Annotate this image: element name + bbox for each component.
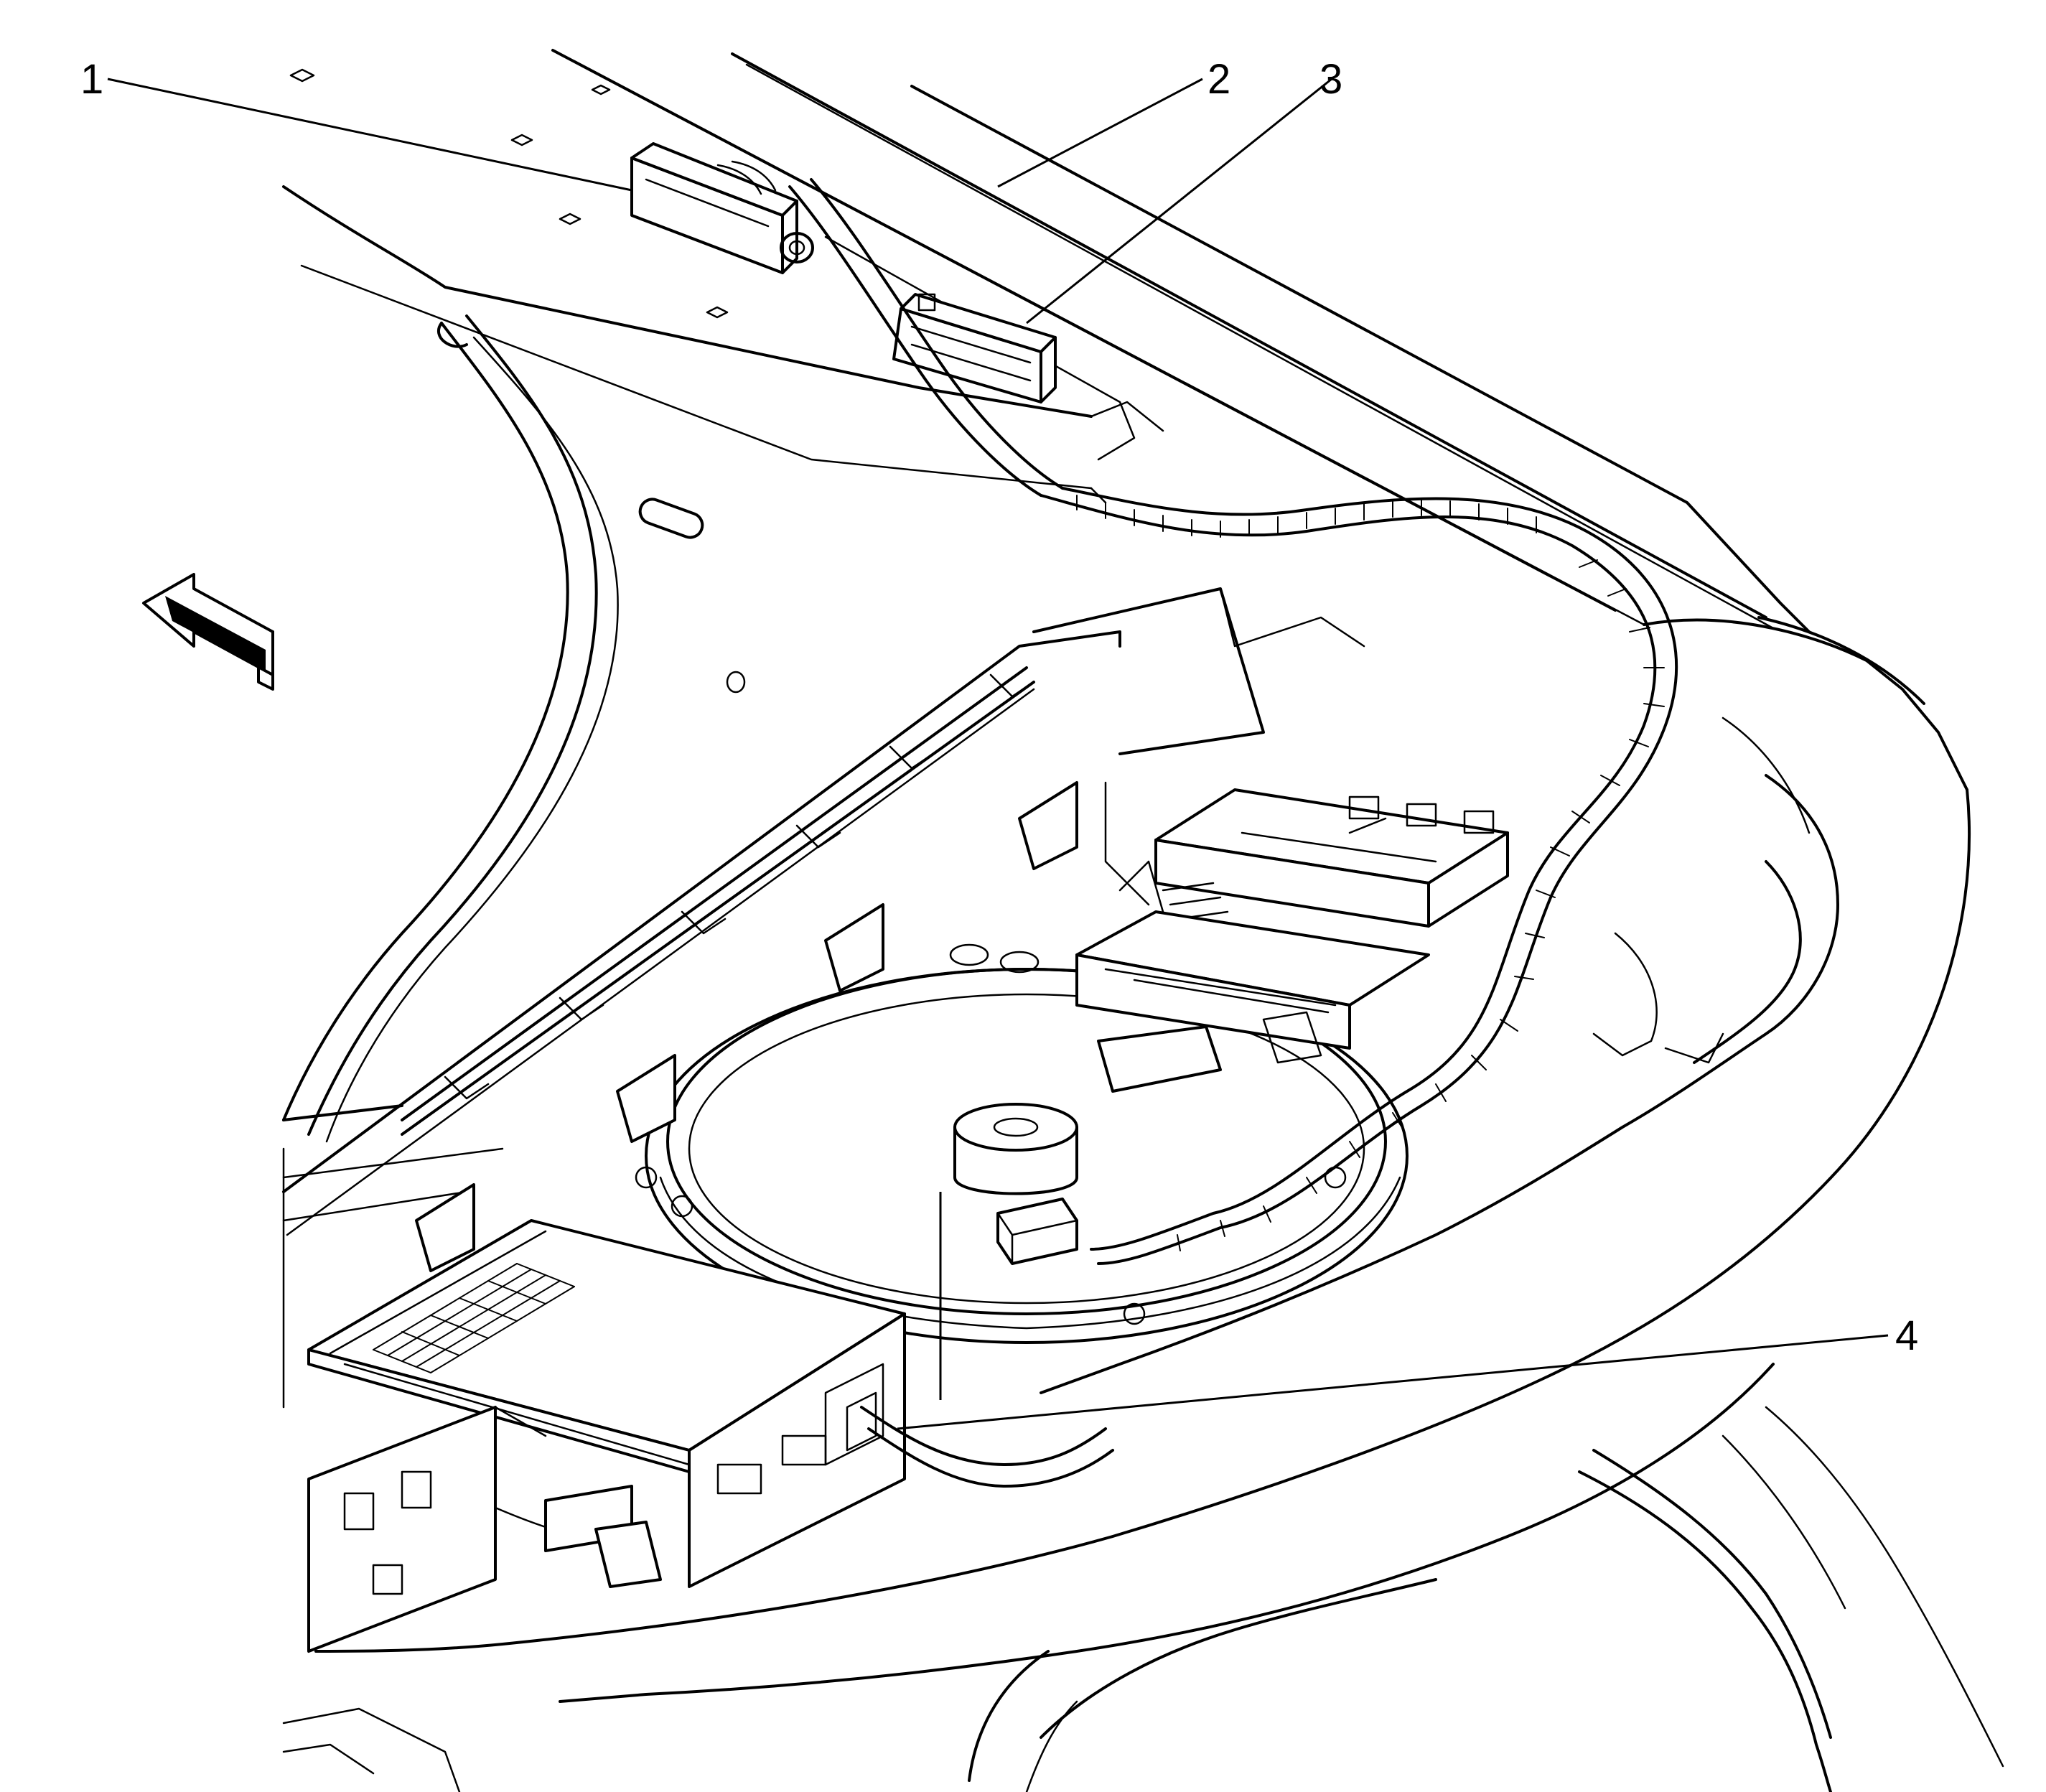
callout-1: 1 xyxy=(80,56,103,103)
module-4-vents xyxy=(373,1263,575,1373)
lower-left-bracket xyxy=(282,1406,662,1792)
rear-body-right xyxy=(314,616,2004,1792)
lower-right-module xyxy=(1075,860,1430,1093)
callout-3: 3 xyxy=(1319,56,1342,103)
cargo-rail xyxy=(401,666,1078,1272)
module-4 xyxy=(307,1219,1114,1588)
callout-labels: 1 2 3 4 xyxy=(80,56,1918,1359)
upper-module xyxy=(1154,788,1509,928)
trunk-floor xyxy=(282,587,1409,1344)
module-3 xyxy=(892,293,1057,403)
module-1 xyxy=(630,142,814,274)
wiring-harness xyxy=(788,178,1678,1265)
callout-2: 2 xyxy=(1207,56,1230,103)
callout-leaders xyxy=(107,78,1889,1430)
front-direction-arrow xyxy=(142,573,274,691)
callout-4: 4 xyxy=(1895,1312,1918,1359)
